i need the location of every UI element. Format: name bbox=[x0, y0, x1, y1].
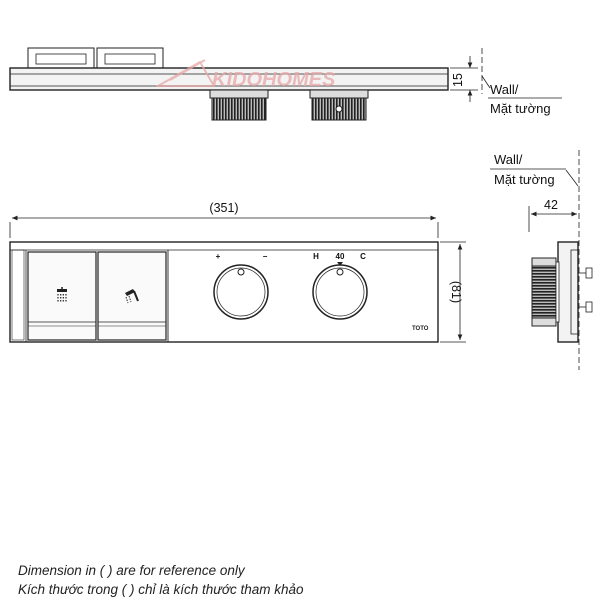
width-dimension: (351) bbox=[209, 201, 238, 215]
depth-dimension: 42 bbox=[544, 198, 558, 212]
overhead-shower-icon bbox=[57, 287, 67, 302]
minus-label: − bbox=[263, 252, 268, 261]
reference-note-vi: Kích thước trong ( ) chỉ là kích thước t… bbox=[18, 582, 304, 597]
watermark-logo: KIDOHOMES bbox=[154, 59, 336, 91]
hand-shower-icon bbox=[125, 289, 139, 304]
top-view: 15 Wall/ Mặt tường bbox=[9, 47, 562, 121]
side-view: Wall/ Mặt tường 42 bbox=[490, 150, 593, 370]
top-knob-left bbox=[211, 97, 267, 121]
side-panel-body bbox=[557, 241, 579, 343]
side-knob bbox=[531, 265, 557, 319]
top-cartridge-right bbox=[96, 47, 164, 69]
temperature-label: 40 bbox=[336, 252, 345, 261]
front-view: (351) + − H bbox=[9, 201, 466, 343]
hand-shower-button bbox=[97, 251, 167, 341]
side-wall-label: Wall/ bbox=[494, 152, 523, 167]
top-cartridge-left bbox=[27, 47, 95, 69]
top-dimension-15: 15 bbox=[451, 73, 465, 87]
flow-control-knob bbox=[213, 264, 269, 320]
shower-button bbox=[27, 251, 97, 341]
plus-label: + bbox=[216, 252, 221, 261]
watermark-text: KIDOHOMES bbox=[212, 69, 336, 91]
side-wall-label-vi: Mặt tường bbox=[494, 172, 555, 187]
hot-label: H bbox=[313, 252, 319, 261]
reference-note: Dimension in ( ) are for reference only bbox=[18, 563, 245, 578]
top-wall-label: Wall/ bbox=[490, 82, 519, 97]
brand-logo: TOTO bbox=[412, 326, 429, 332]
cold-label: C bbox=[360, 252, 366, 261]
temperature-control-knob bbox=[312, 264, 368, 320]
height-dimension: (81) bbox=[449, 281, 463, 303]
top-wall-label-vi: Mặt tường bbox=[490, 101, 551, 116]
